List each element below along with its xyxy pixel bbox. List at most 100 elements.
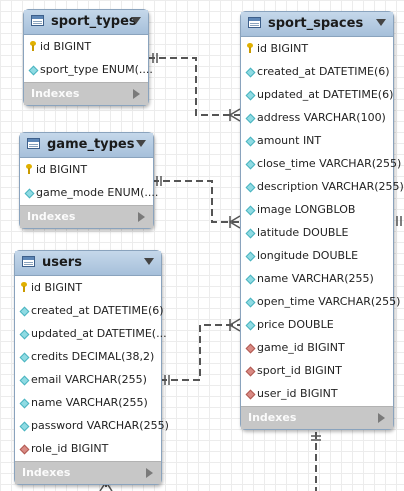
primary-key-icon (247, 43, 253, 54)
field-row[interactable]: created_at DATETIME(6) (15, 300, 164, 323)
column-icon (28, 65, 39, 76)
indexes-section[interactable]: Indexes (24, 82, 148, 105)
table-sport-types[interactable]: sport_types id BIGINT sport_type ENUM(...… (23, 9, 153, 106)
field-name: longitude DOUBLE (257, 249, 359, 262)
field-name: updated_at DATETIME(... (31, 327, 167, 340)
field-row[interactable]: id BIGINT (15, 277, 161, 300)
column-icon (245, 274, 256, 285)
field-row[interactable]: image LONGBLOB (241, 199, 393, 222)
field-name: id BIGINT (36, 163, 88, 176)
field-name: sport_id BIGINT (257, 364, 342, 377)
table-header[interactable]: users (15, 251, 161, 276)
field-row[interactable]: password VARCHAR(255) (15, 415, 169, 438)
field-row[interactable]: longitude DOUBLE (241, 245, 393, 268)
field-name: credits DECIMAL(38,2) (31, 350, 155, 363)
field-name: amount INT (257, 134, 322, 147)
field-row[interactable]: email VARCHAR(255) (15, 369, 161, 392)
field-row[interactable]: close_time VARCHAR(255) (241, 153, 401, 176)
field-row[interactable]: name VARCHAR(255) (15, 392, 161, 415)
foreign-key-icon (245, 366, 256, 377)
column-icon (245, 205, 256, 216)
foreign-key-icon (245, 389, 256, 400)
relation-sport-types-to-sport-spaces (148, 57, 240, 116)
field-row[interactable]: updated_at DATETIME(... (15, 323, 167, 346)
column-icon (245, 159, 256, 170)
field-row[interactable]: open_time VARCHAR(255) (241, 291, 400, 314)
field-row[interactable]: user_id BIGINT (241, 383, 393, 406)
field-row[interactable]: role_id BIGINT (15, 438, 161, 461)
field-name: game_id BIGINT (257, 341, 345, 354)
chevron-down-icon[interactable] (144, 258, 154, 265)
indexes-label: Indexes (31, 87, 80, 100)
expand-arrow-icon[interactable] (138, 212, 145, 222)
field-list: id BIGINT created_at DATETIME(6) updated_a… (15, 276, 169, 461)
table-icon (248, 17, 261, 28)
expand-arrow-icon[interactable] (378, 413, 385, 423)
column-icon (19, 421, 30, 432)
chevron-down-icon[interactable] (131, 17, 141, 24)
chevron-down-icon[interactable] (376, 19, 386, 26)
field-row[interactable]: address VARCHAR(100) (241, 107, 393, 130)
field-row[interactable]: updated_at DATETIME(6) (241, 84, 393, 107)
column-icon (19, 398, 30, 409)
field-row[interactable]: sport_id BIGINT (241, 360, 393, 383)
indexes-section[interactable]: Indexes (20, 205, 153, 228)
field-row[interactable]: game_id BIGINT (241, 337, 393, 360)
field-name: role_id BIGINT (31, 442, 109, 455)
table-title: users (42, 255, 82, 270)
field-row[interactable]: game_mode ENUM(.... (20, 182, 158, 205)
indexes-section[interactable]: Indexes (241, 406, 393, 429)
table-title: game_types (47, 137, 135, 152)
column-icon (19, 375, 30, 386)
primary-key-icon (21, 282, 27, 293)
column-icon (245, 228, 256, 239)
field-row[interactable]: name VARCHAR(255) (241, 268, 393, 291)
field-row[interactable]: price DOUBLE (241, 314, 393, 337)
field-name: created_at DATETIME(6) (31, 304, 164, 317)
expand-arrow-icon[interactable] (146, 468, 153, 478)
field-row[interactable]: credits DECIMAL(38,2) (15, 346, 161, 369)
field-row[interactable]: id BIGINT (24, 36, 148, 59)
field-row[interactable]: latitude DOUBLE (241, 222, 393, 245)
indexes-label: Indexes (22, 466, 71, 479)
field-row[interactable]: id BIGINT (20, 159, 153, 182)
expand-arrow-icon[interactable] (133, 89, 140, 99)
field-row[interactable]: sport_type ENUM(.... (24, 59, 153, 82)
field-name: user_id BIGINT (257, 387, 338, 400)
table-icon (31, 15, 44, 26)
foreign-key-icon (19, 444, 30, 455)
field-name: id BIGINT (31, 281, 83, 294)
field-name: image LONGBLOB (257, 203, 356, 216)
field-row[interactable]: created_at DATETIME(6) (241, 61, 393, 84)
field-name: sport_type ENUM(.... (40, 63, 153, 76)
table-header[interactable]: game_types (20, 133, 153, 158)
column-icon (245, 297, 256, 308)
field-list: id BIGINT game_mode ENUM(.... (20, 158, 158, 205)
field-name: game_mode ENUM(.... (36, 186, 159, 199)
table-header[interactable]: sport_types (24, 10, 148, 35)
field-name: close_time VARCHAR(255) (257, 157, 402, 170)
column-icon (19, 329, 30, 340)
chevron-down-icon[interactable] (136, 140, 146, 147)
table-title: sport_types (51, 14, 137, 29)
field-row[interactable]: amount INT (241, 130, 393, 153)
column-icon (245, 251, 256, 262)
indexes-label: Indexes (27, 210, 76, 223)
field-row[interactable]: id BIGINT (241, 38, 393, 61)
foreign-key-icon (245, 343, 256, 354)
field-name: email VARCHAR(255) (31, 373, 147, 386)
relation-users-to-sport-spaces (160, 324, 240, 381)
indexes-label: Indexes (248, 411, 297, 424)
table-icon (27, 138, 40, 149)
indexes-section[interactable]: Indexes (15, 461, 161, 484)
table-header[interactable]: sport_spaces (241, 12, 393, 37)
field-name: password VARCHAR(255) (31, 419, 169, 432)
field-row[interactable]: description VARCHAR(255) (241, 176, 404, 199)
column-icon (245, 67, 256, 78)
field-name: id BIGINT (40, 40, 92, 53)
field-name: open_time VARCHAR(255) (257, 295, 401, 308)
table-users[interactable]: users id BIGINT created_at DATETIME(6) upd… (14, 250, 169, 485)
column-icon (245, 136, 256, 147)
